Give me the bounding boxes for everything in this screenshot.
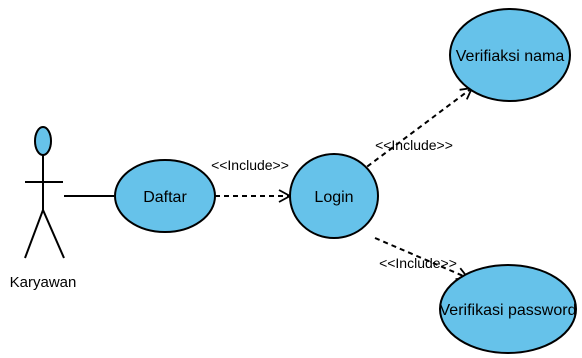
use-case-verifikasi-nama[interactable]: Verifiaksi nama	[449, 8, 571, 102]
use-case-daftar[interactable]: Daftar	[114, 159, 216, 233]
include-label-login-nama: <<Include>>	[375, 137, 453, 153]
include-arrow-login-password	[374, 237, 470, 281]
include-label-login-password: <<Include>>	[379, 255, 457, 271]
include-label-daftar-login: <<Include>>	[211, 157, 289, 173]
use-case-verifikasi-nama-shape	[449, 8, 571, 102]
use-case-verifikasi-password[interactable]: Verifikasi password	[439, 264, 577, 354]
use-case-login[interactable]: Login	[289, 153, 379, 239]
use-case-daftar-label: Daftar	[143, 189, 187, 206]
use-case-daftar-shape	[114, 159, 216, 233]
use-case-verifikasi-password-shape	[439, 264, 577, 354]
use-case-login-shape	[289, 153, 379, 239]
use-case-verifikasi-password-label: Verifikasi password	[440, 302, 577, 319]
actor-head	[34, 126, 52, 156]
actor-right-leg	[42, 209, 65, 259]
actor-left-leg	[24, 209, 44, 259]
actor-name: Karyawan	[10, 274, 77, 291]
include-arrow-login-nama	[359, 86, 474, 173]
use-case-verifikasi-nama-label: Verifiaksi nama	[456, 48, 565, 65]
actor-karyawan[interactable]: Karyawan	[10, 126, 77, 291]
use-case-login-label: Login	[314, 189, 353, 206]
